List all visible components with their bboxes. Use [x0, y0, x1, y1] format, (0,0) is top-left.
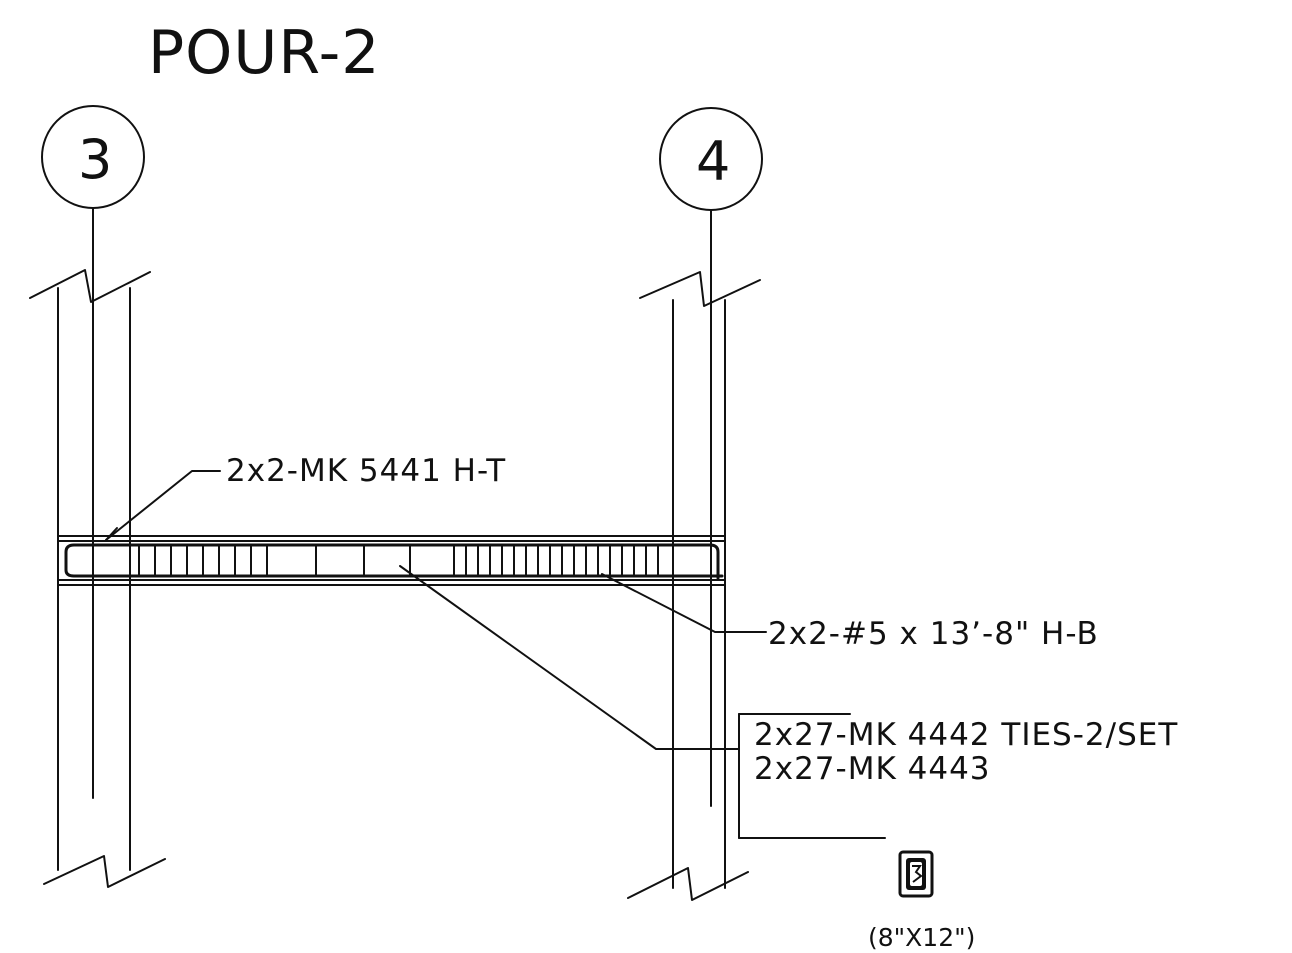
callout-top-bars: 2x2-MK 5441 H-T [226, 453, 506, 489]
callout-ties-line1: 2x27-MK 4442 TIES-2/SET [754, 717, 1178, 753]
grid-bubble-3: 3 [41, 105, 145, 209]
stirrups [138, 544, 659, 577]
leader-bottom-bars [601, 573, 767, 633]
bottom-reinforcing-bar [64, 558, 724, 578]
column-left [29, 269, 166, 888]
stirrup-section-icon [898, 850, 934, 898]
leader-top-bars [105, 470, 221, 541]
grid-label-4: 4 [696, 130, 730, 193]
callout-bottom-bars: 2x2-#5 x 13’-8" H-B [768, 616, 1099, 652]
grid-bubble-4: 4 [659, 107, 763, 211]
section-size-label: (8"X12") [868, 923, 975, 952]
beam [57, 535, 726, 586]
grid-label-3: 3 [78, 128, 112, 191]
ties-bracket [738, 713, 886, 839]
leader-arrowhead [105, 527, 118, 541]
top-reinforcing-bar [64, 543, 720, 580]
leader-ties [399, 565, 740, 750]
column-right [627, 271, 761, 901]
drawing-title: POUR-2 [148, 18, 380, 88]
callout-ties-line2: 2x27-MK 4443 [754, 751, 991, 787]
